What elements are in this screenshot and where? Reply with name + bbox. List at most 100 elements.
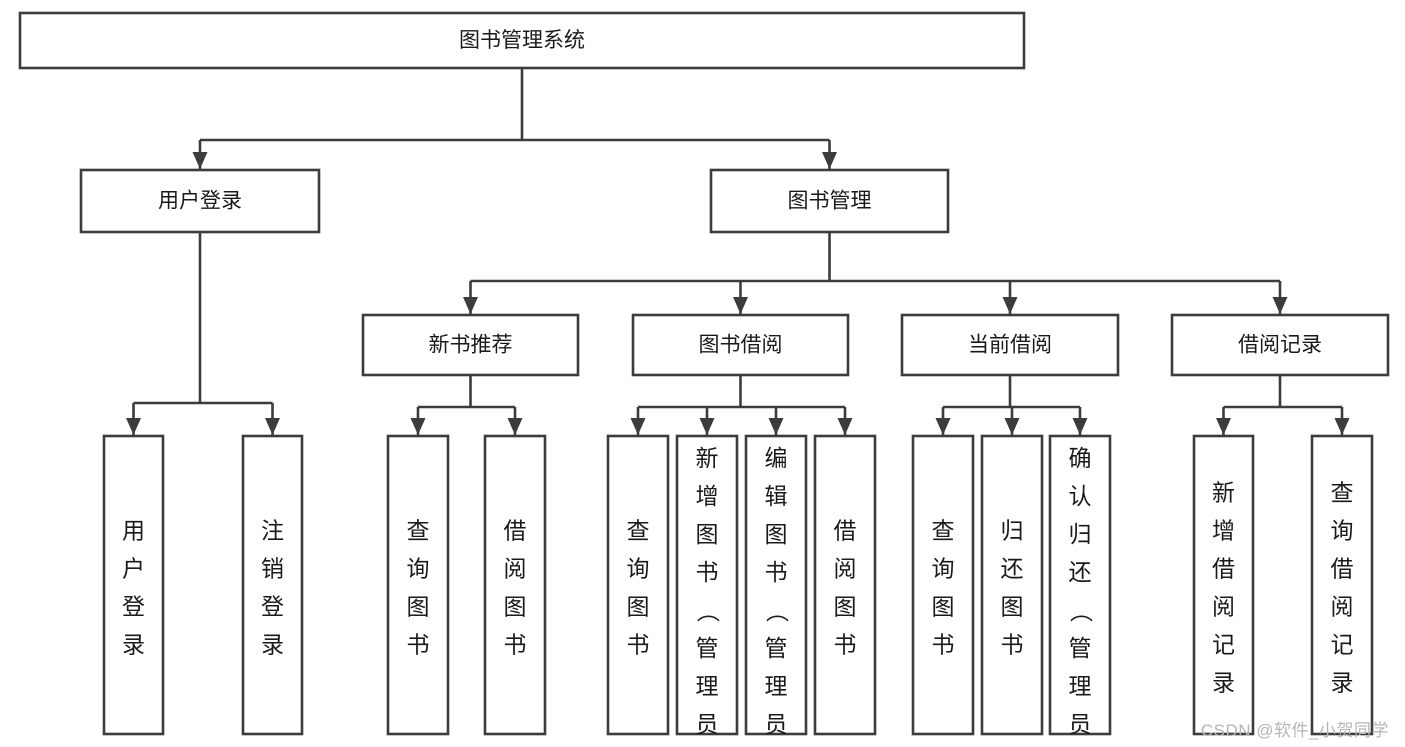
node-label: 借阅记录 xyxy=(1238,334,1322,357)
arrow-head-icon xyxy=(1334,418,1350,435)
node-label-char: 借 xyxy=(1331,556,1354,582)
node-box[interactable] xyxy=(744,434,808,736)
arrow-head-icon xyxy=(126,418,141,435)
node-label-char: （ xyxy=(1068,600,1094,623)
node-level2-图书管理[interactable]: 图书管理 xyxy=(709,168,950,234)
node-box[interactable] xyxy=(1310,434,1374,736)
node-label-char: 询 xyxy=(932,556,955,582)
node-box[interactable] xyxy=(709,168,950,234)
node-label-char: 查 xyxy=(1331,480,1354,506)
node-label-char: 户 xyxy=(122,556,145,582)
arrow-head-icon xyxy=(410,418,426,435)
node-label-char: 查 xyxy=(407,518,430,544)
arrow-head-icon xyxy=(733,297,748,314)
node-label-char: 图 xyxy=(932,594,955,620)
node-label-char: 管 xyxy=(1069,635,1092,661)
node-label-char: 阅 xyxy=(504,556,527,582)
node-label-char: 书 xyxy=(765,559,788,585)
node-box[interactable] xyxy=(386,434,450,736)
node-label-char: 理 xyxy=(696,673,719,699)
node-box[interactable] xyxy=(18,11,1026,70)
arrow-head-icon xyxy=(699,418,715,435)
node-box[interactable] xyxy=(911,434,975,736)
node-box[interactable] xyxy=(361,313,580,377)
edges-layer xyxy=(126,68,1350,435)
node-label-char: 图 xyxy=(765,521,788,547)
node-label-char: 图 xyxy=(627,594,650,620)
node-label-char: 询 xyxy=(627,556,650,582)
node-box[interactable] xyxy=(631,313,850,377)
node-label-char: 归 xyxy=(1001,518,1024,544)
node-box[interactable] xyxy=(102,434,165,736)
node-level3-借阅记录[interactable]: 借阅记录 xyxy=(1170,313,1390,377)
node-label-char: 借 xyxy=(504,518,527,544)
node-box[interactable] xyxy=(980,434,1044,736)
node-label-char: 录 xyxy=(1212,670,1235,696)
node-box[interactable] xyxy=(1048,434,1112,736)
arrow-head-icon xyxy=(837,418,853,435)
node-label-char: 书 xyxy=(834,632,857,658)
node-label-char: 记 xyxy=(1331,632,1354,658)
node-label-char: 员 xyxy=(1069,711,1092,737)
node-label-char: 理 xyxy=(1069,673,1092,699)
node-level3-图书借阅[interactable]: 图书借阅 xyxy=(631,313,850,377)
node-level2-用户登录[interactable]: 用户登录 xyxy=(79,168,321,234)
node-label-char: 登 xyxy=(261,594,284,620)
node-label-char: 查 xyxy=(932,518,955,544)
node-box[interactable] xyxy=(900,313,1120,377)
node-box[interactable] xyxy=(483,434,547,736)
node-label-char: 确 xyxy=(1069,445,1092,471)
node-label: 新书推荐 xyxy=(429,334,513,357)
arrow-head-icon xyxy=(768,418,784,435)
node-label-char: 询 xyxy=(407,556,430,582)
node-label-char: 图 xyxy=(1001,594,1024,620)
node-label-char: 销 xyxy=(261,556,284,582)
node-label-char: 书 xyxy=(407,632,430,658)
node-label: 图书管理系统 xyxy=(459,29,585,52)
node-label-char: 用 xyxy=(122,518,145,544)
node-label-char: 登 xyxy=(122,594,145,620)
arrow-head-icon xyxy=(630,418,646,435)
node-level3-新书推荐[interactable]: 新书推荐 xyxy=(361,313,580,377)
node-label-char: 录 xyxy=(122,632,145,658)
node-label-char: 还 xyxy=(1069,559,1092,585)
node-box[interactable] xyxy=(1170,313,1390,377)
node-box[interactable] xyxy=(79,168,321,234)
node-label-char: 增 xyxy=(1212,518,1235,544)
node-root-图书管理系统[interactable]: 图书管理系统 xyxy=(18,11,1026,70)
arrow-head-icon xyxy=(1004,418,1020,435)
node-label-char: 阅 xyxy=(1212,594,1235,620)
node-label-char: 录 xyxy=(261,632,284,658)
node-label-char: 询 xyxy=(1331,518,1354,544)
node-box[interactable] xyxy=(606,434,670,736)
node-label-char: 借 xyxy=(1212,556,1235,582)
node-box[interactable] xyxy=(675,434,739,736)
node-level3-当前借阅[interactable]: 当前借阅 xyxy=(900,313,1120,377)
node-box[interactable] xyxy=(813,434,877,736)
arrow-head-icon xyxy=(822,152,837,169)
node-label-char: 还 xyxy=(1001,556,1024,582)
arrow-head-icon xyxy=(1072,418,1088,435)
node-label-char: 辑 xyxy=(765,483,788,509)
arrow-head-icon xyxy=(265,418,280,435)
node-box[interactable] xyxy=(1192,434,1255,736)
node-box[interactable] xyxy=(241,434,304,736)
node-label-char: 归 xyxy=(1069,521,1092,547)
arrow-head-icon xyxy=(1216,418,1231,435)
node-leaf-用户登录[interactable]: 用户登录 xyxy=(102,434,165,736)
node-label-char: 查 xyxy=(627,518,650,544)
